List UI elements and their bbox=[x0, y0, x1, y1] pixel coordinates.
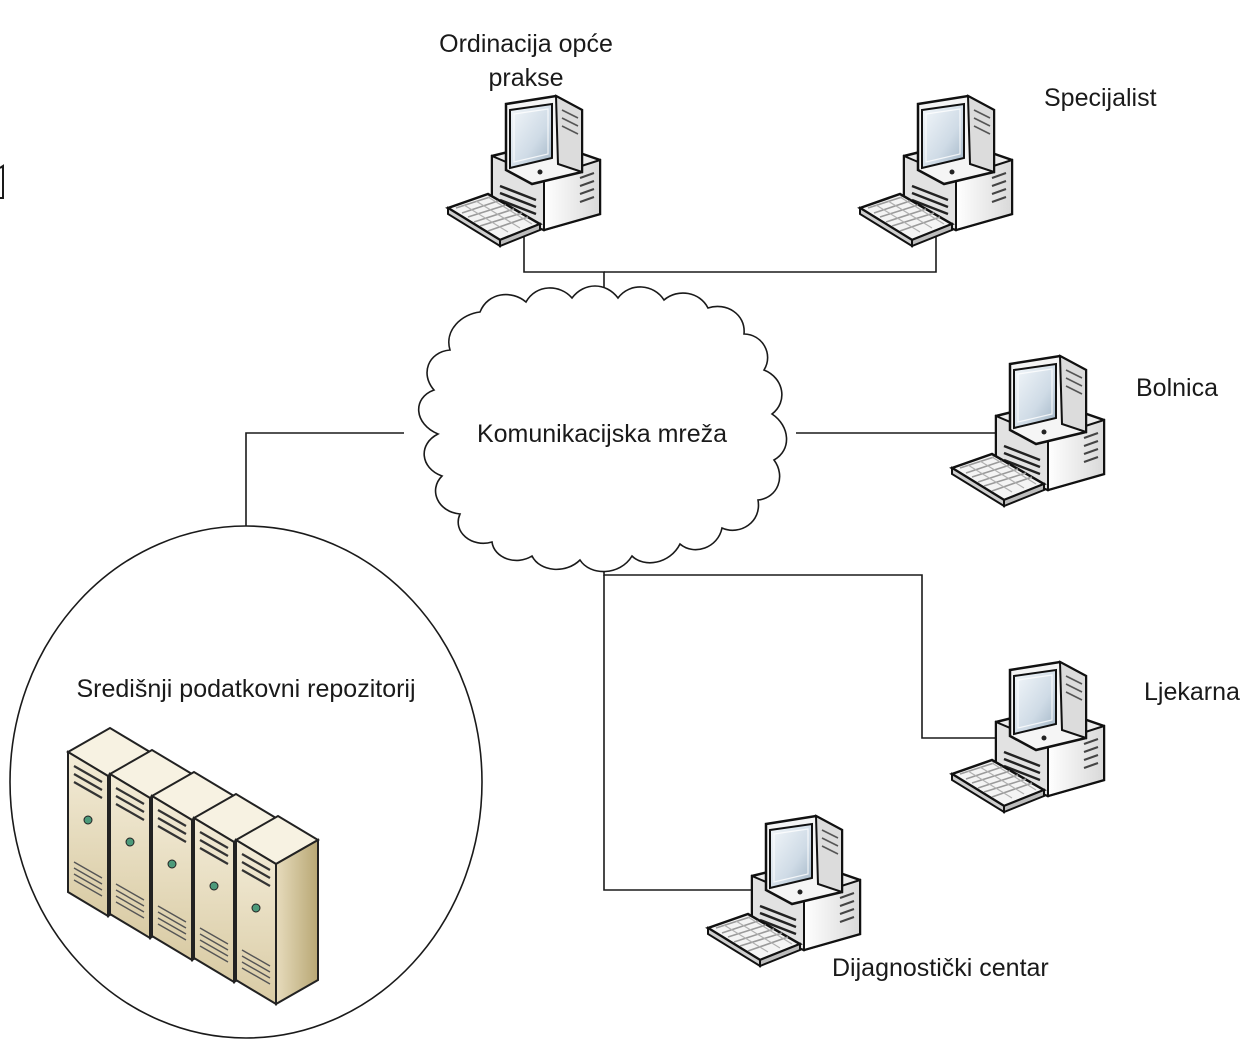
specialist-label: Specijalist bbox=[1044, 84, 1157, 112]
server-icon bbox=[234, 814, 320, 1006]
network-label: Komunikacijska mreža bbox=[477, 420, 727, 448]
page-edge-mark bbox=[0, 164, 4, 199]
gp-office-label-line2: prakse bbox=[488, 64, 563, 92]
node-specialist: Specijalist bbox=[858, 84, 1157, 248]
node-hospital: Bolnica bbox=[950, 354, 1218, 508]
link-pharmacy bbox=[603, 572, 1000, 739]
workstation-icon bbox=[706, 814, 862, 968]
link-repository bbox=[245, 432, 404, 526]
repository-label: Središnji podatkovni repozitorij bbox=[76, 675, 415, 703]
link-diagnostic-center bbox=[603, 575, 752, 891]
workstation-icon bbox=[858, 94, 1014, 248]
pharmacy-label: Ljekarna bbox=[1144, 678, 1240, 706]
gp-office-label-line1: Ordinacija opće bbox=[439, 30, 613, 58]
workstation-icon bbox=[950, 354, 1106, 508]
hospital-label: Bolnica bbox=[1136, 374, 1218, 402]
node-pharmacy: Ljekarna bbox=[950, 660, 1240, 814]
node-gp-office: Ordinacija opće prakse bbox=[439, 30, 613, 248]
cloud-shape bbox=[417, 285, 788, 573]
node-diagnostic-center: Dijagnostički centar bbox=[706, 814, 1049, 982]
workstation-icon bbox=[950, 660, 1106, 814]
workstation-icon bbox=[446, 94, 602, 248]
network-cloud: Komunikacijska mreža bbox=[417, 285, 788, 573]
diagnostic-center-label: Dijagnostički centar bbox=[832, 954, 1049, 982]
node-repository: Središnji podatkovni repozitorij bbox=[9, 525, 483, 1039]
